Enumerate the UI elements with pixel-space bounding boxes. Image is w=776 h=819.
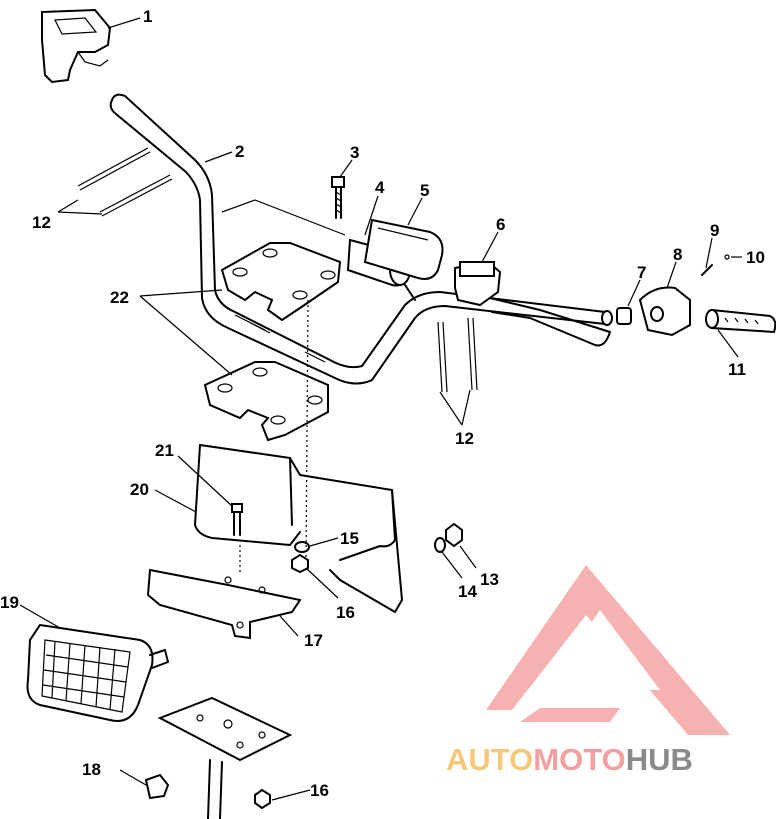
- callout-8: 8: [673, 245, 682, 264]
- part-12-cable-ties-left: [77, 147, 173, 217]
- callout-5: 5: [420, 181, 429, 200]
- part-16-nut-lower: [254, 788, 271, 810]
- part-15-washer: [294, 541, 310, 553]
- part-13-nut: [445, 522, 463, 548]
- callout-12-right: 12: [455, 429, 474, 448]
- part-16-nut-upper: [291, 553, 309, 574]
- part-11-grip: [705, 308, 776, 334]
- callout-2: 2: [235, 142, 244, 161]
- part-18-clip: [144, 773, 170, 800]
- callout-9: 9: [710, 221, 719, 240]
- part-6-brake-master-cylinder: [454, 260, 611, 347]
- part-9-screw: [701, 264, 713, 276]
- part-22-lower-clamp: [203, 361, 329, 442]
- part-7-spacer: [616, 307, 632, 325]
- callout-15: 15: [340, 529, 359, 548]
- watermark-part-moto: MOTO: [533, 742, 625, 777]
- part-21-bolt: [231, 503, 243, 536]
- callout-4: 4: [375, 178, 385, 197]
- callout-10: 10: [746, 248, 765, 267]
- callout-14: 14: [458, 582, 477, 601]
- watermark-part-hub: HUB: [626, 742, 693, 777]
- part-8-switch-housing: [638, 286, 691, 337]
- part-12-cable-ties-right: [437, 317, 478, 393]
- callout-16-lower: 16: [310, 781, 329, 800]
- part-2-handlebar: [109, 93, 613, 385]
- part-17-mount-plate: [146, 568, 302, 640]
- watermark-wordmark: AUTOMOTOHUB: [446, 742, 693, 777]
- callout-16-upper: 16: [336, 603, 355, 622]
- part-3-bolt: [331, 176, 345, 219]
- callout-7: 7: [637, 263, 646, 282]
- callout-20: 20: [130, 480, 149, 499]
- part-5-clamp-sleeve: [363, 218, 444, 280]
- callout-6: 6: [496, 215, 505, 234]
- callout-22: 22: [110, 288, 129, 307]
- callout-21: 21: [155, 441, 174, 460]
- callout-labels: 1 2 3 4 5 6 7 8 9 10 11 12 12 13 14 15 1…: [0, 7, 765, 800]
- callout-19: 19: [0, 593, 19, 612]
- callout-17: 17: [304, 631, 323, 650]
- watermark-logo-mark: [486, 565, 730, 735]
- lower-mount-plate: [157, 696, 293, 819]
- svg-text:AUTOMOTOHUB: AUTOMOTOHUB: [446, 742, 693, 777]
- callout-11: 11: [728, 360, 746, 379]
- part-10-screw: [724, 254, 730, 260]
- part-14-washer: [434, 537, 446, 553]
- leader-lines: [19, 17, 742, 801]
- callout-12-left: 12: [32, 213, 51, 232]
- part-22-upper-clamp: [220, 242, 342, 322]
- callout-13: 13: [480, 570, 499, 589]
- part-20-light-bracket: [194, 444, 403, 613]
- callout-1: 1: [143, 7, 152, 26]
- part-19-headlight: [26, 623, 169, 722]
- callout-18: 18: [82, 760, 101, 779]
- watermark-part-auto: AUTO: [446, 742, 533, 777]
- part-1-handlebar-cover: [41, 8, 112, 84]
- callout-3: 3: [350, 143, 359, 162]
